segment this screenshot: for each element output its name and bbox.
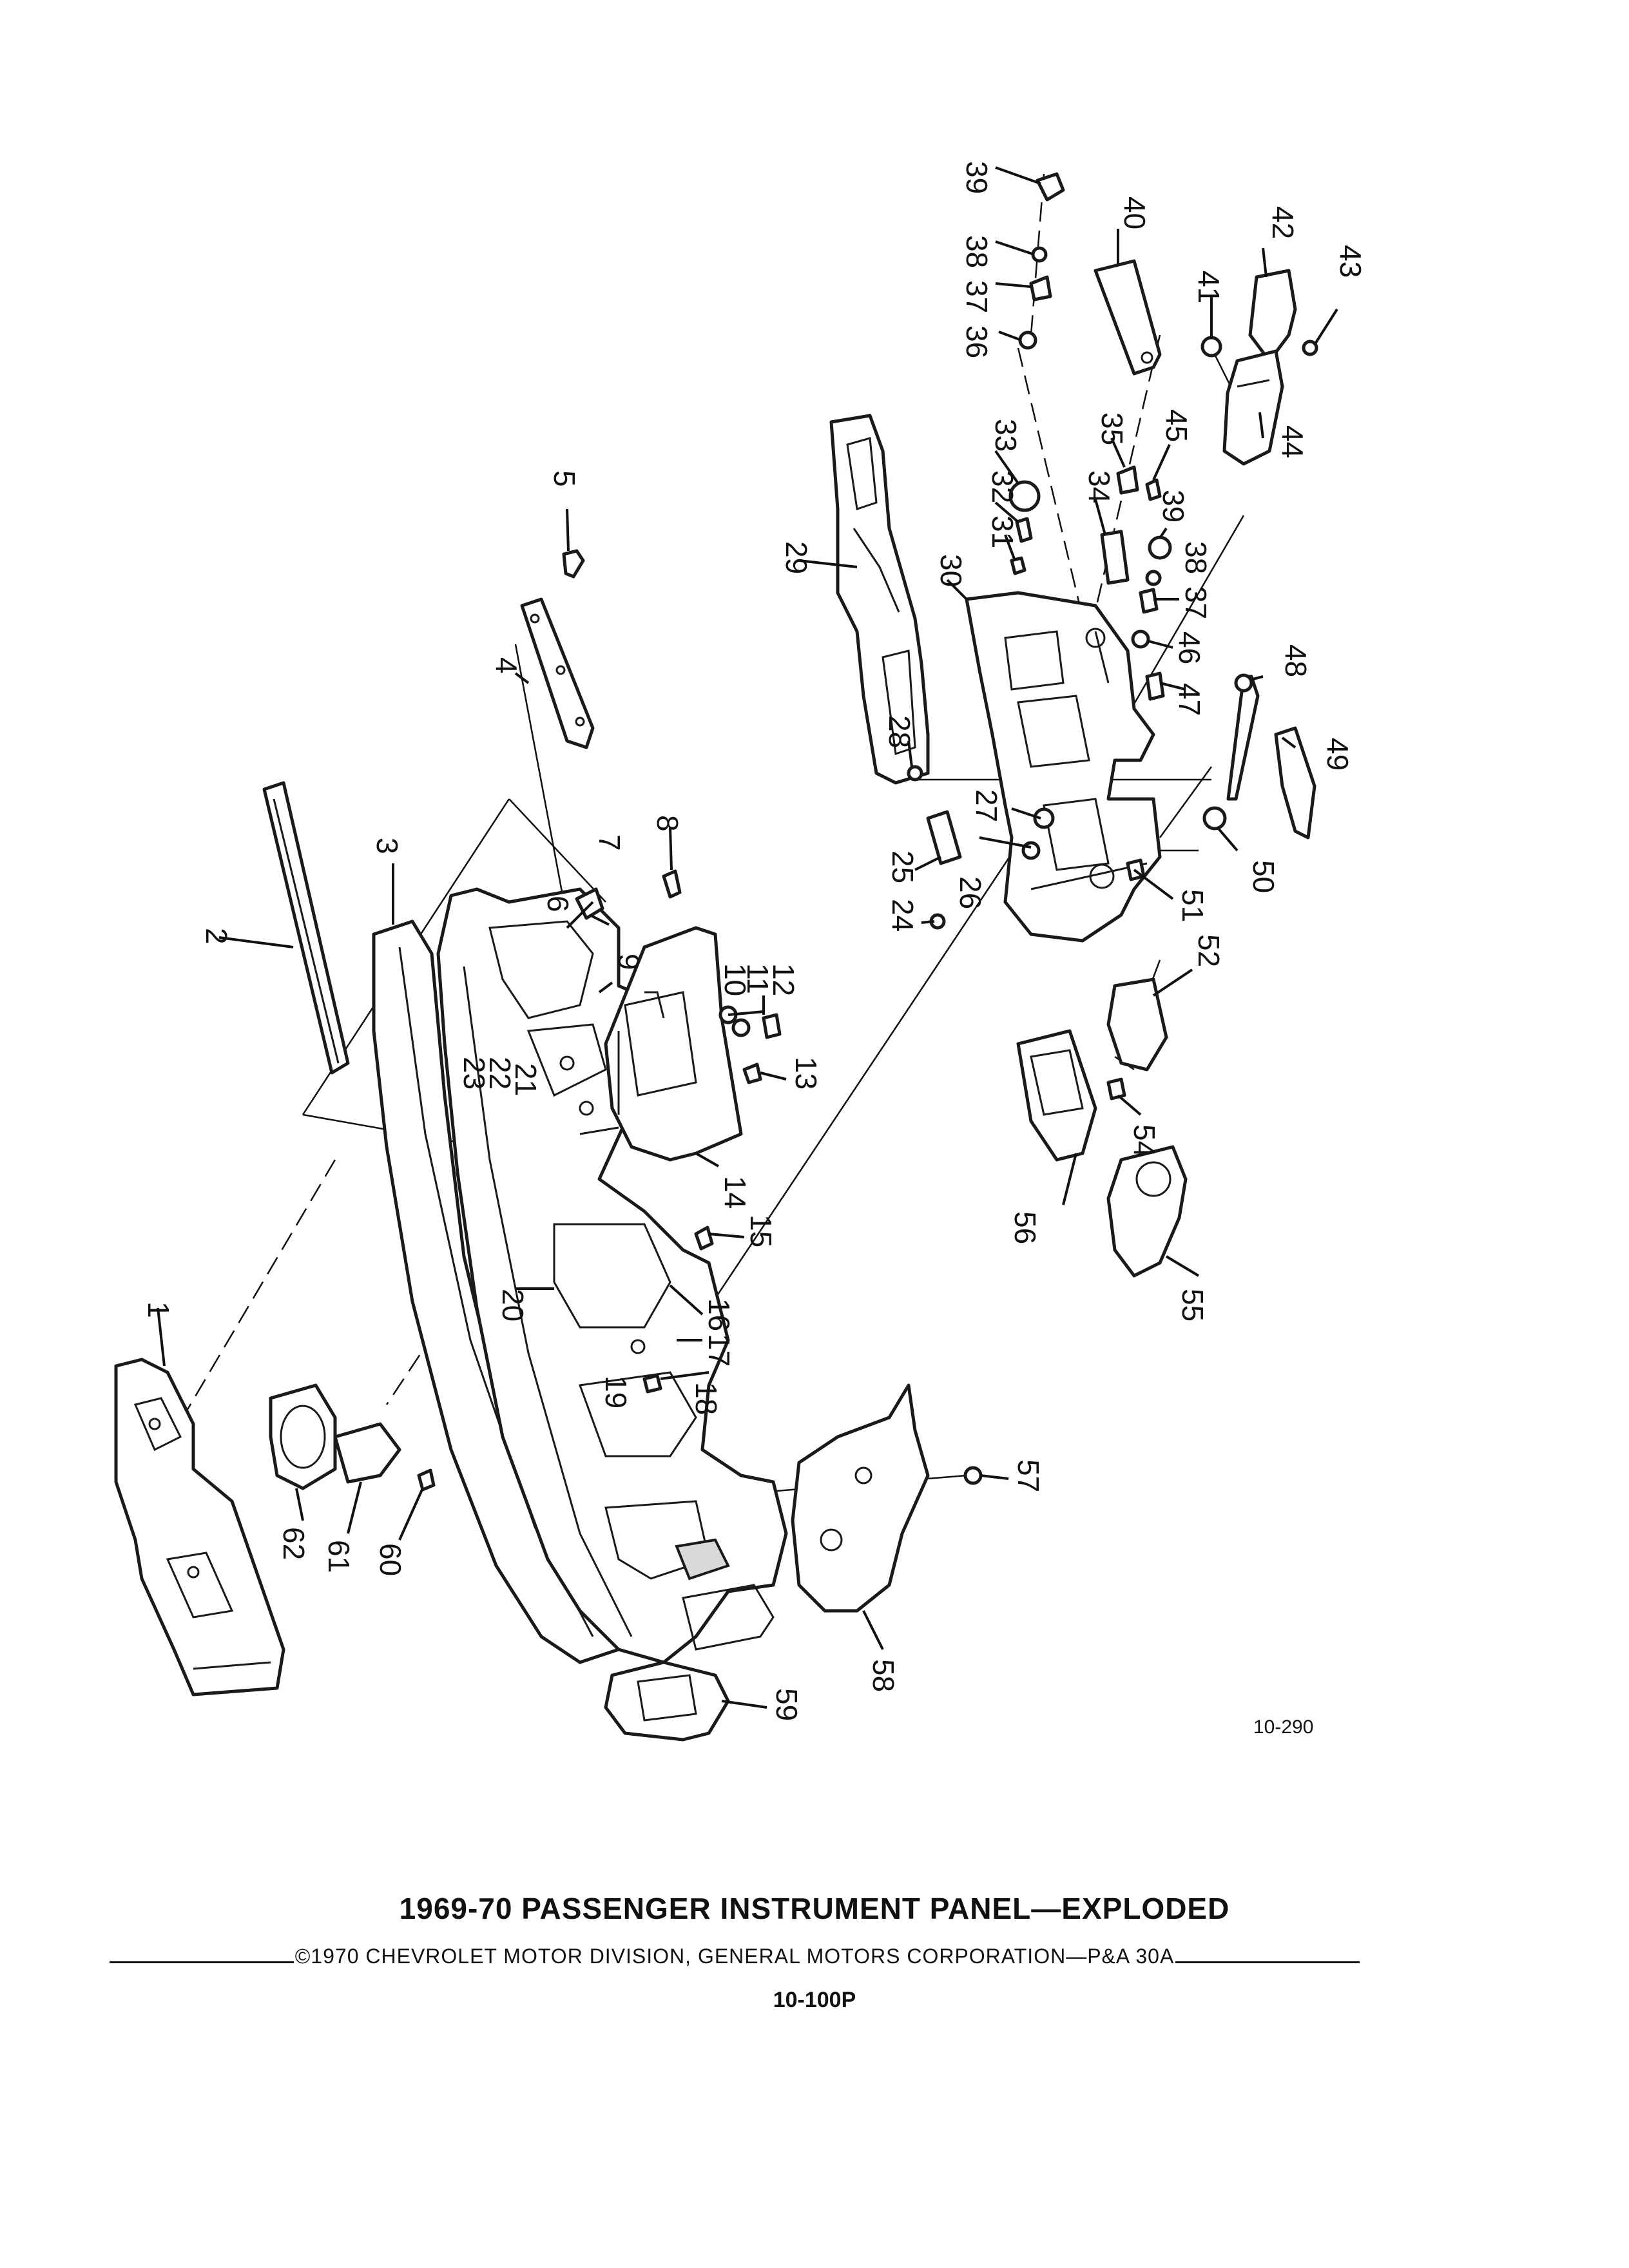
callout-50: 50 <box>1247 860 1280 893</box>
callout-3: 3 <box>371 838 404 854</box>
callout-37: 37 <box>960 280 994 313</box>
callout-21: 21 <box>509 1063 543 1096</box>
part-cluster-housing <box>965 591 1162 943</box>
callout-27: 27 <box>970 789 1003 822</box>
part-bracket-49 <box>1274 726 1316 840</box>
copyright-text: ©1970 CHEVROLET MOTOR DIVISION, GENERAL … <box>294 1945 1175 1968</box>
callout-42: 42 <box>1266 206 1300 239</box>
part-speaker <box>269 1383 436 1492</box>
callout-23: 23 <box>458 1057 491 1090</box>
part-molding-strip <box>262 781 350 1075</box>
callout-8: 8 <box>651 815 684 832</box>
callout-26: 26 <box>954 876 987 909</box>
part-fasteners-15-18 <box>642 1225 714 1394</box>
callout-43: 43 <box>1334 245 1367 278</box>
callout-19: 19 <box>599 1376 633 1408</box>
callout-39b: 39 <box>1157 490 1190 523</box>
callout-38b: 38 <box>1179 541 1213 574</box>
callout-4: 4 <box>490 657 523 674</box>
part-right-end-panel <box>791 1383 930 1613</box>
callout-11: 11 <box>741 963 775 994</box>
callout-32: 32 <box>986 470 1019 503</box>
callout-40: 40 <box>1118 197 1152 229</box>
callout-14: 14 <box>718 1176 752 1209</box>
callout-47: 47 <box>1173 683 1206 716</box>
part-screw-8 <box>662 869 682 899</box>
callout-38: 38 <box>960 235 994 268</box>
callout-15: 15 <box>744 1215 778 1247</box>
callout-31: 31 <box>986 515 1019 548</box>
part-nut-57 <box>963 1466 983 1485</box>
callout-52: 52 <box>1192 934 1226 967</box>
part-switch-housing <box>1200 269 1318 466</box>
callout-18: 18 <box>689 1382 723 1415</box>
callout-39: 39 <box>960 161 994 194</box>
callout-24: 24 <box>886 899 920 932</box>
callout-9: 9 <box>612 954 646 970</box>
callout-59: 59 <box>770 1688 804 1721</box>
right-rule <box>1175 1961 1360 1963</box>
callout-10: 10 <box>718 963 752 996</box>
callout-29: 29 <box>780 541 813 574</box>
callout-13: 13 <box>789 1057 823 1090</box>
callout-7: 7 <box>593 834 626 851</box>
part-end-cover <box>114 1358 285 1696</box>
callout-6: 6 <box>541 896 575 912</box>
callout-34: 34 <box>1083 470 1116 503</box>
callout-56: 56 <box>1008 1211 1042 1244</box>
part-lens <box>1094 259 1162 376</box>
callout-28: 28 <box>883 715 916 748</box>
part-bezel <box>829 414 930 785</box>
callout-60: 60 <box>374 1543 407 1576</box>
callout-46: 46 <box>1173 631 1206 664</box>
callout-35: 35 <box>1095 412 1129 445</box>
callout-51: 51 <box>1176 889 1210 922</box>
part-module-52 <box>1106 977 1168 1072</box>
callout-33: 33 <box>989 419 1023 452</box>
part-screw-5 <box>562 549 585 579</box>
callout-5: 5 <box>548 470 581 487</box>
copyright-line: ©1970 CHEVROLET MOTOR DIVISION, GENERAL … <box>110 1943 1360 1968</box>
part-heater-control <box>1106 1145 1188 1278</box>
callout-44: 44 <box>1276 425 1309 458</box>
part-ashtray <box>604 1660 730 1742</box>
callout-22: 22 <box>483 1057 517 1090</box>
figure-code: 10-290 <box>1253 1716 1313 1738</box>
callout-57: 57 <box>1012 1459 1045 1492</box>
callout-45: 45 <box>1160 409 1193 442</box>
callout-16: 16 <box>702 1298 736 1331</box>
callout-30: 30 <box>934 554 968 587</box>
callout-54: 54 <box>1128 1124 1161 1157</box>
exploded-parts-diagram: 1 2 3 4 5 6 7 8 9 10 11 12 13 14 15 16 1… <box>114 161 1367 1742</box>
caption-title: 1969-70 PASSENGER INSTRUMENT PANEL—EXPLO… <box>399 1892 1230 1925</box>
callout-55: 55 <box>1176 1289 1210 1321</box>
callout-12: 12 <box>767 963 800 996</box>
callout-2: 2 <box>200 928 233 945</box>
left-rule <box>110 1961 294 1963</box>
callout-41: 41 <box>1192 271 1226 303</box>
callout-1: 1 <box>142 1302 175 1318</box>
callout-61: 61 <box>322 1540 356 1573</box>
callout-62: 62 <box>277 1527 311 1560</box>
part-glove-box-door <box>604 926 743 1162</box>
leader-arrows <box>157 166 1338 1709</box>
part-screw-54 <box>1106 1077 1126 1100</box>
callout-numbers: 1 2 3 4 5 6 7 8 9 10 11 12 13 14 15 16 1… <box>142 161 1367 1721</box>
callout-36: 36 <box>960 325 994 358</box>
callout-17: 17 <box>702 1334 736 1367</box>
callout-58: 58 <box>867 1659 900 1692</box>
callout-25: 25 <box>886 850 920 883</box>
page-code: 10-100P <box>773 1988 856 2012</box>
callout-48: 48 <box>1279 644 1313 677</box>
callout-20: 20 <box>496 1289 530 1321</box>
part-bracket-4 <box>520 597 595 749</box>
callout-37b: 37 <box>1179 586 1213 619</box>
part-radio <box>1016 1029 1097 1162</box>
callout-49: 49 <box>1321 738 1354 771</box>
